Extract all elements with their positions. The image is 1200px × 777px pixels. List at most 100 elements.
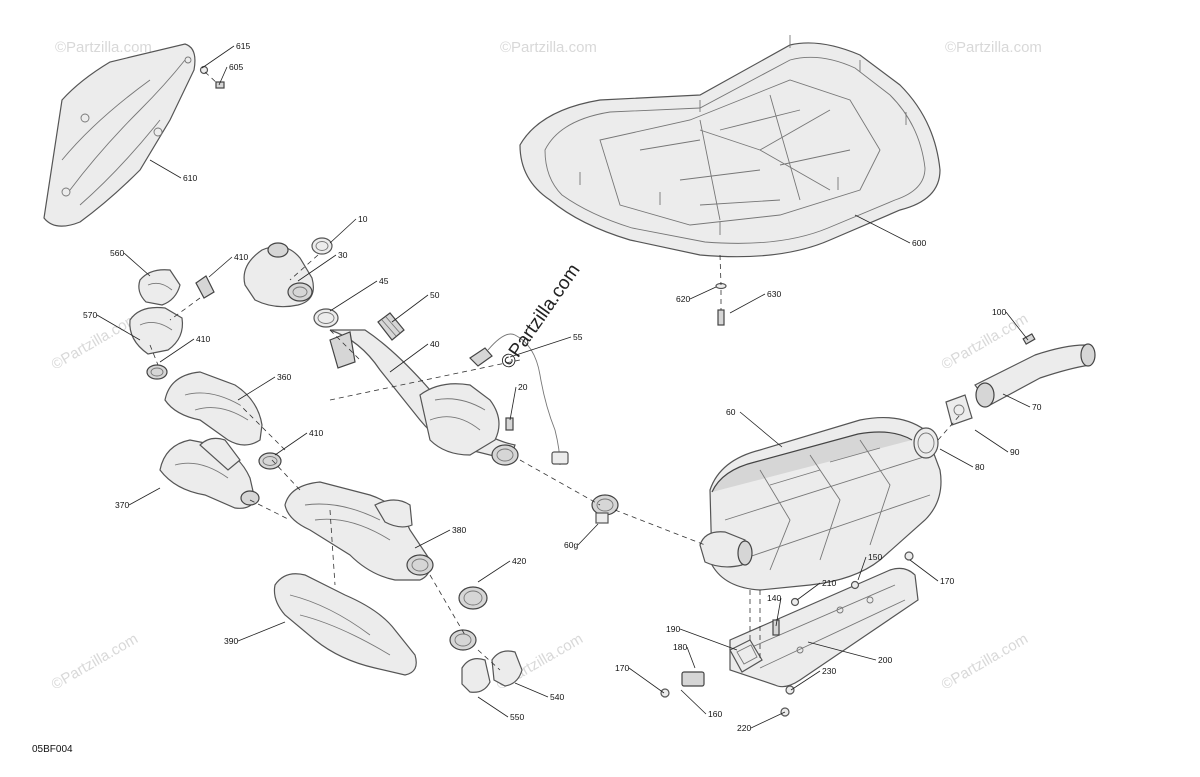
callout-leader-220 (750, 711, 786, 729)
callout-label-10: 10 (358, 214, 368, 224)
gasket-80 (913, 427, 939, 459)
callout-leader-210 (796, 582, 821, 601)
callout-label-410b: 410 (196, 334, 210, 344)
lower-shield-390 (273, 573, 417, 676)
bracket-200 (729, 567, 919, 688)
watermark: ©Partzilla.com (55, 39, 152, 56)
callout-label-80: 80 (975, 462, 985, 472)
callout-leader-380 (414, 529, 451, 549)
callout-label-160: 160 (708, 709, 722, 719)
callout-label-210: 210 (822, 578, 836, 588)
callout-leader-540 (514, 682, 549, 698)
clamp-410-mid (146, 364, 168, 380)
callout-label-380: 380 (452, 525, 466, 535)
callout-label-170a: 170 (940, 576, 954, 586)
callout-leader-390 (237, 621, 286, 642)
callout-leader-30 (297, 254, 337, 282)
callout-leader-100 (1005, 311, 1029, 341)
callout-leader-40 (389, 343, 429, 373)
callout-leader-150 (857, 556, 867, 581)
callout-leader-620 (689, 286, 717, 300)
callout-leader-60 (739, 411, 783, 448)
watermark: ©Partzilla.com (945, 39, 1042, 56)
callout-leader-615 (201, 45, 235, 69)
callout-leader-50 (391, 294, 429, 323)
callout-leader-610 (149, 159, 182, 179)
brand-watermark: ©Partzilla.com (497, 260, 585, 373)
fastener-620-630 (715, 282, 727, 326)
callout-leader-360 (237, 376, 276, 401)
callout-label-610: 610 (183, 173, 197, 183)
callout-leader-410a (208, 256, 233, 278)
callout-label-150: 150 (868, 552, 882, 562)
callout-label-90: 90 (1010, 447, 1020, 457)
callout-leader-10 (329, 218, 357, 244)
callout-leader-45 (329, 280, 378, 312)
watermark: ©Partzilla.com (939, 630, 1031, 693)
callout-leader-70 (1002, 393, 1031, 408)
callout-label-630: 630 (767, 289, 781, 299)
callout-leader-180 (686, 646, 696, 669)
watermark: ©Partzilla.com (49, 630, 141, 693)
callout-leader-90 (974, 429, 1009, 453)
callout-label-410a: 410 (234, 252, 248, 262)
oxygen-sensor-55 (469, 333, 569, 466)
sleeve-50 (377, 312, 405, 341)
callout-leader-190 (679, 628, 738, 651)
y-pipe-370 (159, 437, 260, 509)
callout-label-370: 370 (115, 500, 129, 510)
flange-gasket-90 (945, 394, 973, 426)
callout-label-360: 360 (277, 372, 291, 382)
callout-label-55: 55 (573, 332, 583, 342)
callout-leader-605 (218, 66, 228, 86)
callout-leader-170a (909, 559, 939, 582)
callout-label-620: 620 (676, 294, 690, 304)
callout-leader-170b (628, 667, 665, 694)
callout-label-170b: 170 (615, 663, 629, 673)
callout-leader-570 (96, 314, 141, 341)
callout-label-200: 200 (878, 655, 892, 665)
skid-plate-600 (519, 35, 941, 258)
callout-label-40: 40 (430, 339, 440, 349)
callout-label-60g: 60g (564, 540, 578, 550)
callout-leader-140 (775, 597, 782, 627)
callout-leader-550 (477, 696, 509, 718)
shield-560 (138, 269, 181, 306)
diagram-code: 05BF004 (32, 744, 73, 755)
callout-label-60: 60 (726, 407, 736, 417)
tail-pipe-70 (974, 343, 1096, 408)
callout-label-180: 180 (673, 642, 687, 652)
front-pipe-40 (329, 329, 519, 466)
callout-label-410c: 410 (309, 428, 323, 438)
heat-shield-610 (43, 43, 196, 227)
callout-label-50: 50 (430, 290, 440, 300)
muffler-60 (699, 416, 942, 591)
callout-leader-200 (807, 641, 877, 661)
callout-label-540: 540 (550, 692, 564, 702)
shield-570 (129, 306, 184, 355)
callout-label-30: 30 (338, 250, 348, 260)
callout-leader-20 (509, 386, 517, 421)
callout-label-100: 100 (992, 307, 1006, 317)
callout-leader-630 (729, 293, 766, 314)
callout-label-190: 190 (666, 624, 680, 634)
callout-label-560: 560 (110, 248, 124, 258)
callout-label-45: 45 (379, 276, 389, 286)
grommet-190 (729, 639, 763, 673)
callout-leader-600 (854, 214, 911, 244)
callout-leader-410c (274, 432, 308, 456)
fastener-20 (505, 417, 514, 431)
shield-550 (461, 658, 491, 693)
callout-label-230: 230 (822, 666, 836, 676)
callout-label-140: 140 (767, 593, 781, 603)
callout-label-20: 20 (518, 382, 528, 392)
callout-leader-560 (123, 252, 151, 277)
clamp-lower (449, 629, 477, 651)
callout-leader-230 (790, 670, 821, 691)
callout-label-70: 70 (1032, 402, 1042, 412)
clamp-410-low (258, 452, 282, 470)
callout-label-615: 615 (236, 41, 250, 51)
